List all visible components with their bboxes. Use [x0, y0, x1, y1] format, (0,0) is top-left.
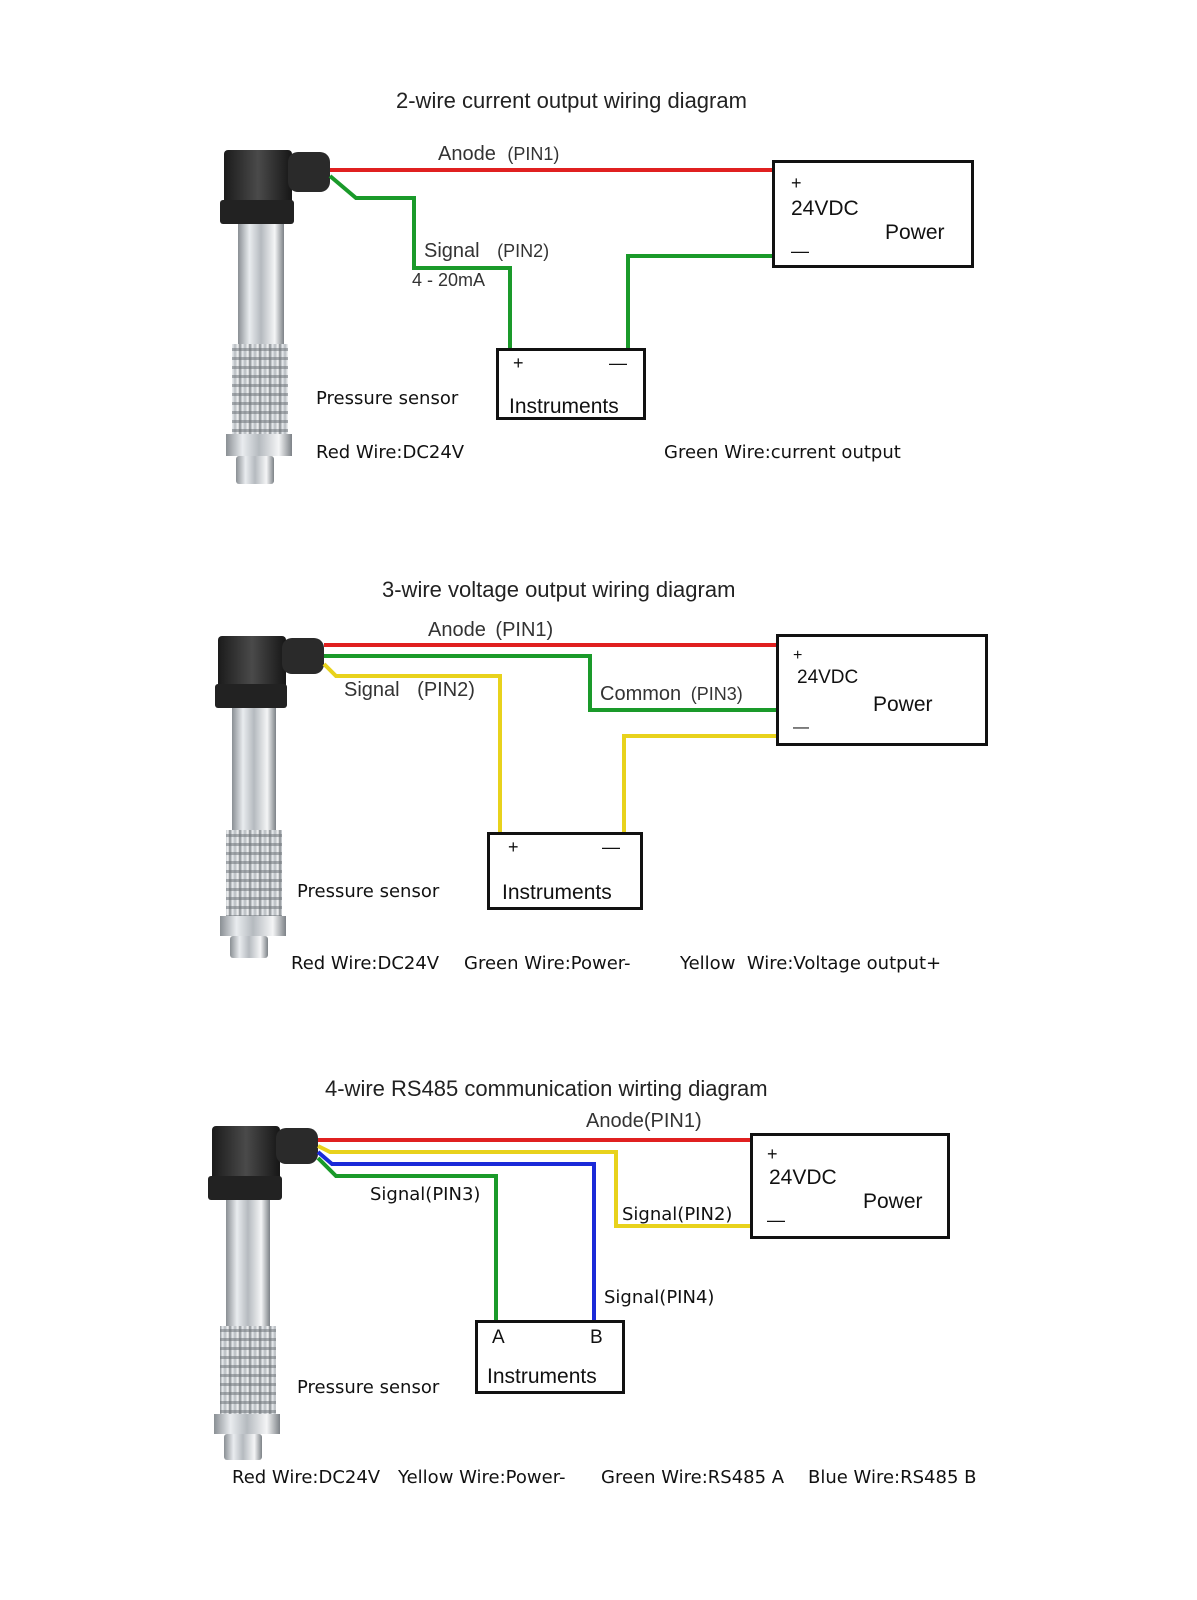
d1-green-return-wire	[626, 254, 772, 350]
d2-sensor-label: Pressure sensor	[297, 881, 440, 902]
d1-green-signal-wire	[328, 174, 512, 350]
d3-inst-b: B	[590, 1327, 603, 1348]
d1-signal-label: Signal (PIN2)	[424, 240, 549, 263]
d2-yellow-return-wire	[622, 734, 778, 834]
d2-signal-text: Signal	[344, 679, 400, 701]
diagram1-title: 2-wire current output wiring diagram	[396, 88, 747, 113]
d1-sensor-label: Pressure sensor	[316, 388, 459, 409]
pressure-sensor-2-icon	[215, 636, 324, 958]
d1-instruments-box: + — Instruments	[496, 348, 646, 420]
d3-power-voltage: 24VDC	[769, 1166, 837, 1189]
d2-anode-pin: (PIN1)	[495, 619, 554, 641]
d3-note-red: Red Wire:DC24V	[232, 1467, 381, 1488]
d1-signal-range: 4 - 20mA	[412, 270, 486, 290]
d2-anode-label: Anode (PIN1)	[428, 619, 553, 642]
d1-power-box: + 24VDC Power —	[772, 160, 974, 268]
d2-green-wire	[324, 654, 778, 712]
d1-anode-pin: (PIN1)	[507, 144, 560, 164]
d2-anode-text: Anode	[428, 619, 486, 641]
d1-note-green: Green Wire:current output	[664, 442, 901, 463]
d2-power-plus: +	[793, 647, 803, 664]
d3-power-plus: +	[767, 1144, 778, 1164]
d2-signal-pin: (PIN2)	[417, 679, 475, 701]
d1-signal-text: Signal	[424, 240, 480, 262]
d1-signal-pin: (PIN2)	[497, 241, 550, 261]
diagram3-title: 4-wire RS485 communication wirting diagr…	[325, 1076, 768, 1101]
pressure-sensor-3-icon	[208, 1126, 318, 1460]
d1-power-voltage: 24VDC	[791, 197, 859, 220]
d1-power-name: Power	[885, 221, 945, 244]
d2-instruments-box: + — Instruments	[487, 832, 643, 910]
d1-inst-minus: —	[609, 353, 627, 373]
d3-note-yellow: Yellow Wire:Power-	[398, 1467, 566, 1488]
d3-green-wire	[316, 1156, 498, 1322]
d3-blue-wire	[316, 1150, 596, 1322]
d2-yellow-signal-wire	[322, 662, 502, 834]
d2-inst-name: Instruments	[502, 881, 612, 904]
d1-power-minus: —	[791, 241, 809, 261]
d3-signal-pin4-label: Signal(PIN4)	[604, 1287, 715, 1308]
d2-note-yellow: Yellow Wire:Voltage output+	[680, 953, 942, 974]
diagram2-title: 3-wire voltage output wiring diagram	[382, 577, 736, 602]
d3-inst-name: Instruments	[487, 1365, 597, 1388]
d1-anode-label: Anode (PIN1)	[438, 143, 559, 166]
d3-yellow-wire	[317, 1144, 752, 1228]
d1-inst-plus: +	[513, 353, 524, 373]
d3-power-box: + 24VDC Power —	[750, 1133, 950, 1239]
d3-inst-a: A	[492, 1327, 505, 1348]
d2-power-box: + 24VDC Power —	[776, 634, 988, 746]
d2-common-text: Common	[600, 683, 682, 705]
d1-anode-text: Anode	[438, 143, 496, 165]
d2-power-name: Power	[873, 693, 933, 716]
d1-power-plus: +	[791, 173, 802, 193]
d2-inst-plus: +	[508, 837, 519, 857]
d3-anode-label: Anode(PIN1)	[586, 1110, 702, 1132]
d2-common-pin: (PIN3)	[690, 684, 743, 704]
d2-power-voltage: 24VDC	[797, 667, 859, 688]
d3-instruments-box: A B Instruments	[475, 1320, 625, 1394]
d2-power-minus: —	[793, 719, 809, 736]
d3-sensor-label: Pressure sensor	[297, 1377, 440, 1398]
d2-note-green: Green Wire:Power-	[464, 953, 631, 974]
d3-signal-pin3-label: Signal(PIN3)	[370, 1184, 481, 1205]
d2-signal-label: Signal (PIN2)	[344, 679, 475, 702]
pressure-sensor-1-icon	[220, 150, 330, 484]
d3-power-name: Power	[863, 1190, 923, 1213]
d2-note-red: Red Wire:DC24V	[291, 953, 440, 974]
d3-note-blue: Blue Wire:RS485 B	[808, 1467, 977, 1488]
d3-signal-pin2-label: Signal(PIN2)	[622, 1204, 733, 1225]
d1-inst-name: Instruments	[509, 395, 619, 418]
d3-power-minus: —	[767, 1210, 785, 1230]
d1-note-red: Red Wire:DC24V	[316, 442, 465, 463]
d3-note-green: Green Wire:RS485 A	[601, 1467, 785, 1488]
d2-common-label: Common (PIN3)	[600, 683, 743, 706]
d2-inst-minus: —	[602, 837, 620, 857]
